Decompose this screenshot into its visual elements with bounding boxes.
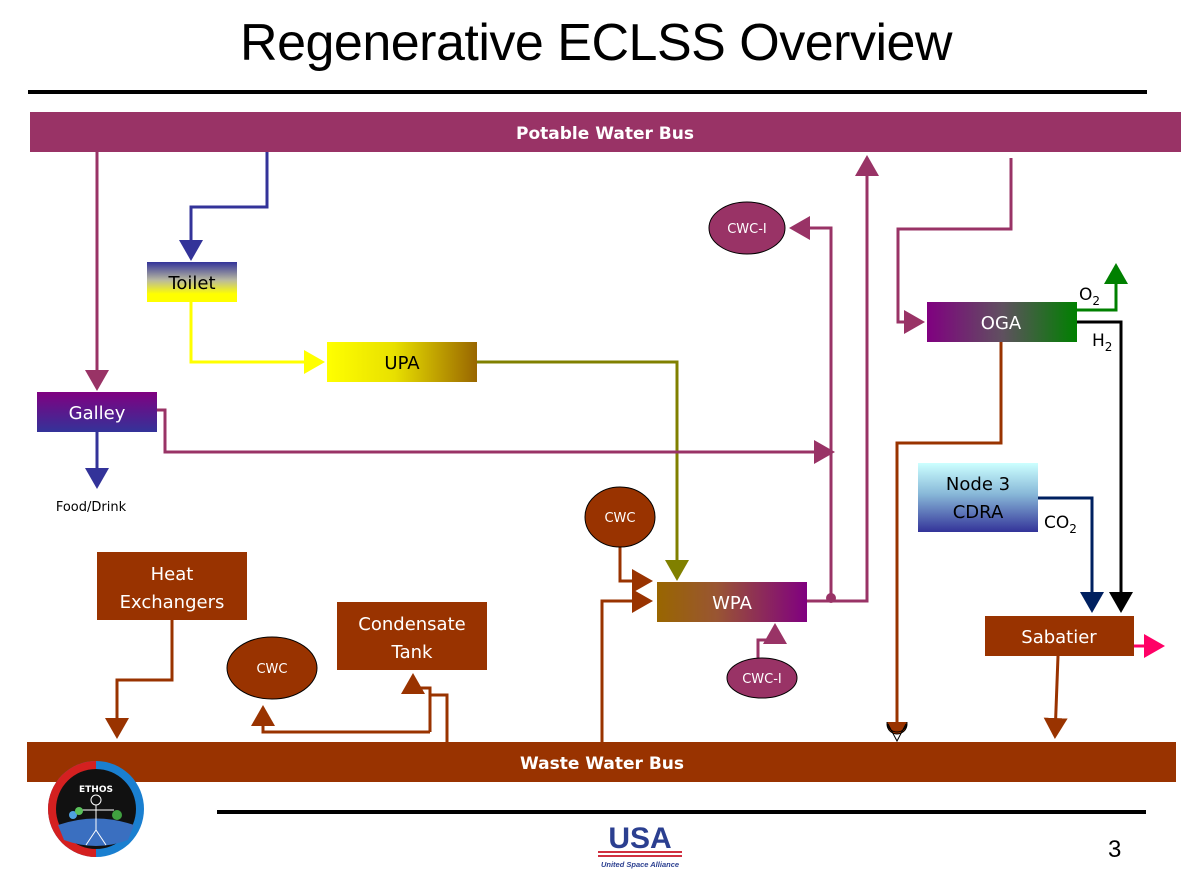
flow-cwc-i-to-wpa <box>756 623 787 660</box>
flow-waste-to-cwc <box>251 705 430 734</box>
sabatier-label: Sabatier <box>1021 627 1097 648</box>
waste-water-bus[interactable]: Waste Water Bus <box>27 742 1176 782</box>
wpa-label: WPA <box>712 593 753 614</box>
flow-sabatier-to-waste <box>1043 655 1068 739</box>
ethos-logo: ETHOS <box>48 761 144 857</box>
o2-label: O2 <box>1079 285 1100 308</box>
heat-label: Heat <box>151 564 194 585</box>
flow-oga-h2-to-sabatier <box>1076 320 1133 613</box>
toilet-label: Toilet <box>167 273 215 294</box>
cwc-wpa-ellipse[interactable]: CWC <box>584 486 656 548</box>
flow-potable-to-oga <box>896 158 1013 334</box>
slide-title: Regenerative ECLSS Overview <box>240 14 952 72</box>
exchangers-label: Exchangers <box>120 592 225 613</box>
condensate-label: Condensate <box>358 614 465 635</box>
node3-cdra-box[interactable]: Node 3 CDRA <box>918 463 1038 532</box>
upa-label: UPA <box>384 353 420 374</box>
sabatier-box[interactable]: Sabatier <box>985 616 1134 656</box>
svg-text:USA: USA <box>608 822 671 855</box>
flow-upa-to-wpa <box>477 360 689 581</box>
h2-label: H2 <box>1092 331 1112 354</box>
waste-water-bus-label: Waste Water Bus <box>520 754 684 774</box>
title-divider <box>28 90 1147 94</box>
flow-toilet-to-upa <box>189 302 325 374</box>
flow-oga-to-waste <box>895 342 1003 722</box>
svg-text:United Space Alliance: United Space Alliance <box>601 860 679 869</box>
svg-text:ETHOS: ETHOS <box>79 785 113 795</box>
flow-galley-return <box>157 408 835 464</box>
oga-label: OGA <box>981 313 1022 334</box>
flow-waste-to-wpa <box>600 589 653 742</box>
potable-water-bus[interactable]: Potable Water Bus <box>30 112 1181 152</box>
flow-cdra-co2-to-sabatier <box>1038 496 1104 613</box>
flow-heat-exchangers-to-waste <box>105 620 174 739</box>
cwc-i-bottom-label: CWC-I <box>742 672 782 687</box>
cwc-wpa-label: CWC <box>604 511 635 526</box>
toilet-box[interactable]: Toilet <box>147 262 237 302</box>
heat-exchangers-box[interactable]: Heat Exchangers <box>97 552 247 620</box>
page-number: 3 <box>1108 836 1122 863</box>
condensate-tank-box[interactable]: Condensate Tank <box>337 602 487 670</box>
cdra-label: CDRA <box>953 502 1004 523</box>
oga-box[interactable]: OGA <box>927 302 1077 342</box>
junction-dot <box>826 593 836 603</box>
flow-waste-riser <box>430 693 449 742</box>
cwc-i-top-ellipse[interactable]: CWC-I <box>708 201 786 255</box>
food-drink-label: Food/Drink <box>56 500 127 515</box>
tank-label: Tank <box>391 642 433 663</box>
usa-logo: USA United Space Alliance <box>598 822 682 869</box>
cwc-i-bottom-ellipse[interactable]: CWC-I <box>726 657 798 699</box>
wpa-box[interactable]: WPA <box>657 582 807 622</box>
flow-cwc-to-wpa <box>618 546 653 593</box>
galley-label: Galley <box>69 403 126 424</box>
galley-box[interactable]: Galley <box>37 392 157 432</box>
flow-waste-to-condensate <box>401 673 432 732</box>
check-valve-icon <box>886 721 908 743</box>
node3-label: Node 3 <box>946 474 1010 495</box>
footer-divider <box>217 810 1146 814</box>
flow-oga-o2-out <box>1076 263 1128 312</box>
cwc-i-top-label: CWC-I <box>727 222 767 237</box>
cwc-left-ellipse[interactable]: CWC <box>226 636 318 700</box>
flow-wpa-to-cwc-i <box>789 216 833 601</box>
co2-label: CO2 <box>1044 513 1077 536</box>
potable-water-bus-label: Potable Water Bus <box>516 124 694 144</box>
upa-box[interactable]: UPA <box>327 342 477 382</box>
flow-wpa-to-potable <box>807 155 879 603</box>
flow-potable-to-toilet <box>179 152 269 261</box>
cwc-left-label: CWC <box>256 662 287 677</box>
